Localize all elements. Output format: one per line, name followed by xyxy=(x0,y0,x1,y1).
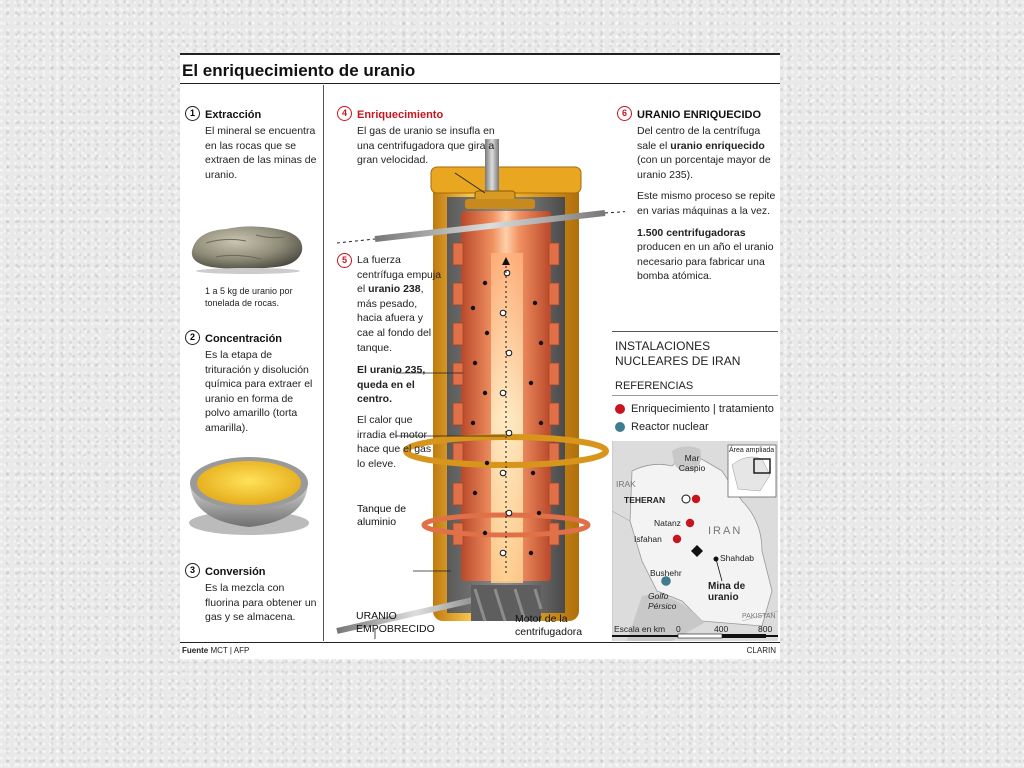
map-mine-label: Mina de uranio xyxy=(708,581,746,603)
section-body: El mineral se encuentra en las rocas que… xyxy=(205,125,317,181)
depleted-uranium-label: URANIO EMPOBRECIDO xyxy=(356,610,435,635)
footer-source: Fuente MCT | AFP xyxy=(182,646,249,655)
step-number: 3 xyxy=(185,563,200,579)
map-scale-tick: 800 xyxy=(758,624,773,634)
section-concentracion: 2 Concentración Es la etapa de trituració… xyxy=(185,329,320,436)
section-heading: Conversión xyxy=(205,566,266,578)
infographic-panel: El enriquecimiento de uranio 1 Extracción… xyxy=(180,53,780,659)
section-body: El gas de uranio se insufla en una centr… xyxy=(357,125,495,167)
infographic-title: El enriquecimiento de uranio xyxy=(182,61,416,80)
map-scale-tick: 400 xyxy=(714,624,729,634)
map-rule xyxy=(612,331,778,332)
section-body: La fuerza centrífuga empuja el uranio 23… xyxy=(357,253,442,355)
map-tehran-label: TEHERAN xyxy=(624,495,666,505)
enriched-uranium-label: uranio enriquecido xyxy=(670,139,765,152)
title-rule xyxy=(180,83,780,84)
references-rule xyxy=(612,395,778,396)
footer-credit: CLARIN xyxy=(746,646,776,655)
source-text: MCT | AFP xyxy=(210,646,250,655)
step-number: 1 xyxy=(185,106,200,122)
tank-label: Tanque de aluminio xyxy=(357,503,407,528)
section-heading: Enriquecimiento xyxy=(357,109,444,121)
map-iraq-label: IRAK xyxy=(616,479,636,489)
yellowcake-bowl-image xyxy=(189,457,309,535)
map-pakistan-label: PAKISTAN xyxy=(742,613,776,620)
section-body: Del centro de la centrífuga sale el uran… xyxy=(637,124,777,182)
legend-label: Reactor nuclear xyxy=(631,421,709,433)
centrifuges-note: 1.500 centrifugadoras producen en un año… xyxy=(637,226,777,284)
map-caspian-label: Mar Caspio xyxy=(678,453,706,473)
text-run: La fuerza centrífuga empuja el xyxy=(357,254,442,296)
section-heading: Extracción xyxy=(205,109,262,121)
map-scale-label: Escala en km xyxy=(614,624,666,634)
text-run: Del centro de la centrífuga sale el xyxy=(637,125,761,152)
text-run: (con un porcentaje mayor de uranio 235). xyxy=(637,154,771,181)
map-graphic xyxy=(612,441,778,641)
section-body: Es la etapa de trituración y disolución … xyxy=(205,349,313,434)
map-bushehr-label: Bushehr xyxy=(650,568,682,578)
legend-reactor: Reactor nuclear xyxy=(615,421,709,433)
rock-image xyxy=(191,226,303,274)
step-number: 5 xyxy=(337,253,352,268)
section-conversion: 3 Conversión Es la mezcla con fluorina pa… xyxy=(185,562,320,625)
map-shahdab-label: Shahdab xyxy=(720,553,755,563)
section-enriquecimiento: 4 Enriquecimiento El gas de uranio se ins… xyxy=(337,105,497,168)
section-fuerza-centrifuga: 5 La fuerza centrífuga empuja el uranio … xyxy=(337,253,442,471)
section-extraccion: 1 Extracción El mineral se encuentra en l… xyxy=(185,105,320,182)
map-heading: INSTALACIONES NUCLEARES DE IRAN xyxy=(615,339,741,368)
footer-rule xyxy=(180,642,780,643)
section-uranio-enriquecido: 6 URANIO ENRIQUECIDO Del centro de la cen… xyxy=(617,105,777,284)
centrifuges-count: 1.500 centrifugadoras xyxy=(637,226,746,239)
column-divider xyxy=(323,85,324,641)
map-iran-label: IRAN xyxy=(708,525,743,537)
map-gulf-label: Golfo Pérsico xyxy=(648,591,677,611)
section-heading: URANIO ENRIQUECIDO xyxy=(637,109,762,121)
step-number: 6 xyxy=(617,106,632,122)
map-scale-tick: 0 xyxy=(676,624,681,634)
rock-caption: 1 a 5 kg de uranio por tonelada de rocas… xyxy=(205,286,293,308)
map-isfahan-label: Isfahan xyxy=(634,534,662,544)
repeat-note: Este mismo proceso se repite en varias m… xyxy=(637,190,776,217)
source-label: Fuente xyxy=(182,646,209,655)
legend-enrichment: Enriquecimiento | tratamiento xyxy=(615,403,774,415)
step-number: 4 xyxy=(337,106,352,122)
step-number: 2 xyxy=(185,330,200,346)
text-run: producen en un año el uranio necesario p… xyxy=(637,241,774,283)
iran-map: Mar Caspio Área ampliada IRAK TEHERAN Na… xyxy=(612,441,778,641)
map-natanz-label: Natanz xyxy=(654,518,681,528)
text-run: , más pesado, hacia afuera y cae al fond… xyxy=(357,283,432,354)
map-inset-label: Área ampliada xyxy=(729,447,775,454)
uranium-235-note: El uranio 235, queda en el centro. xyxy=(357,364,426,406)
legend-teal-dot xyxy=(615,422,625,432)
motor-label: Motor de la centrifugadora xyxy=(515,613,583,638)
section-body: Es la mezcla con fluorina para obtener u… xyxy=(205,582,317,624)
top-rule xyxy=(180,53,780,55)
uranium-238-label: uranio 238 xyxy=(368,283,421,296)
motor-heat-note: El calor que irradia el motor hace que e… xyxy=(357,413,432,470)
legend-red-dot xyxy=(615,404,625,414)
legend-label: Enriquecimiento | tratamiento xyxy=(631,403,774,415)
map-references-title: REFERENCIAS xyxy=(615,380,694,392)
centrifuge-diagram xyxy=(336,139,625,639)
section-heading: Concentración xyxy=(205,333,283,345)
